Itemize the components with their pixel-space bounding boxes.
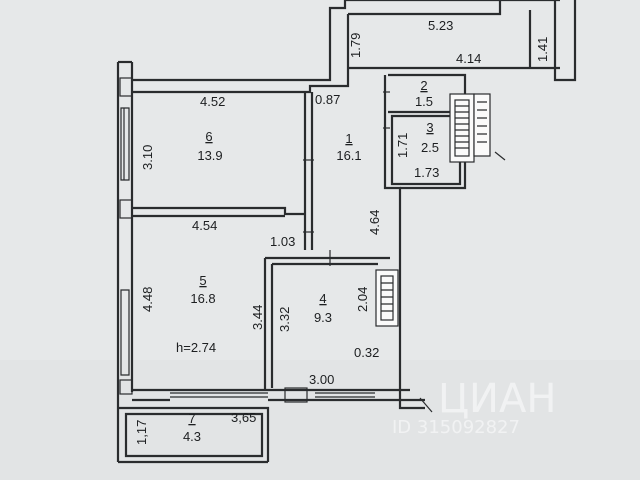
room-4-label: 4 9.3 xyxy=(314,291,332,325)
dim-room3-173: 1.73 xyxy=(414,165,439,180)
room-number: 6 xyxy=(205,129,212,144)
dim-top-523: 5.23 xyxy=(428,18,453,33)
dim-room4-332: 3.32 xyxy=(277,307,292,332)
room-number: 3 xyxy=(426,120,433,135)
watermark-brand: ЦИАН xyxy=(438,376,556,422)
room-7-label: 7 4.3 xyxy=(183,411,201,444)
dim-top-414: 4.14 xyxy=(456,51,481,66)
dim-room4-300: 3.00 xyxy=(309,372,334,387)
room-number: 2 xyxy=(420,78,427,93)
dim-room7-365: 3,65 xyxy=(231,410,256,425)
room-area: 2.5 xyxy=(421,140,439,155)
room-number: 7 xyxy=(188,411,195,426)
room-area: 9.3 xyxy=(314,310,332,325)
room-5-label: 5 16.8 xyxy=(190,273,215,306)
ventilation-shafts xyxy=(375,93,491,327)
dim-room3-171: 1.71 xyxy=(395,133,410,158)
room-area: 16.1 xyxy=(336,148,361,163)
room-1-label: 1 16.1 xyxy=(336,131,361,163)
dim-room5-344: 3.44 xyxy=(250,305,265,330)
dim-right-141: 1.41 xyxy=(535,37,550,62)
cian-watermark: ЦИАН ID 315092827 xyxy=(392,376,556,438)
room-number: 5 xyxy=(199,273,206,288)
room-area: 13.9 xyxy=(197,148,222,163)
watermark-id: ID 315092827 xyxy=(392,417,520,438)
ceiling-height-label: h=2.74 xyxy=(176,340,216,355)
room-area: 4.3 xyxy=(183,429,201,444)
room-number: 4 xyxy=(319,291,326,306)
dim-room7-117: 1,17 xyxy=(134,420,149,445)
dim-room4-204: 2.04 xyxy=(355,287,370,312)
room-2-label: 2 1.5 xyxy=(415,78,433,109)
dim-room1-087: 0.87 xyxy=(315,92,340,107)
dim-room6-height: 3.10 xyxy=(140,145,155,170)
dim-room4-032: 0.32 xyxy=(354,345,379,360)
room-6-label: 6 13.9 xyxy=(197,129,222,163)
room-3-label: 3 2.5 xyxy=(421,120,439,155)
dim-room1-464: 4.64 xyxy=(367,210,382,235)
room-area: 16.8 xyxy=(190,291,215,306)
dim-room6-width: 4.52 xyxy=(200,94,225,109)
room-number: 1 xyxy=(345,131,352,146)
dim-room5-width: 4.54 xyxy=(192,218,217,233)
dim-room5-height: 4.48 xyxy=(140,287,155,312)
dim-room5-103: 1.03 xyxy=(270,234,295,249)
dim-top-179: 1.79 xyxy=(348,33,363,58)
plan-walls xyxy=(116,0,577,464)
room-area: 1.5 xyxy=(415,94,433,109)
